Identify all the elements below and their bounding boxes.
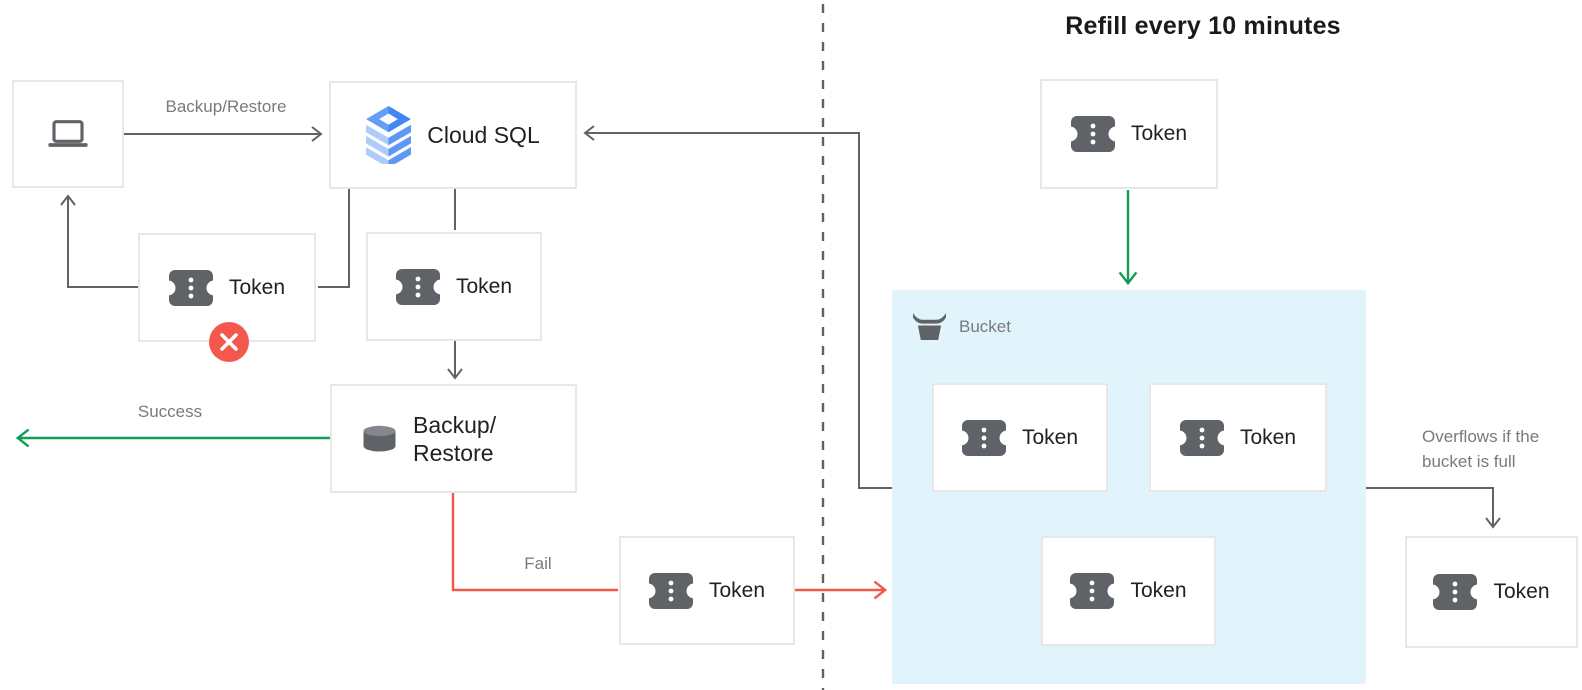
token-label: Token [1239,425,1297,449]
error-x-badge [209,322,249,362]
token-label: Token [228,275,286,299]
bucket-icon [912,312,947,341]
token-in-bucket-node: Token [932,383,1108,492]
arrow-overflow [1366,487,1501,529]
token-icon [1071,116,1115,152]
token-rejected-node: Token [138,233,316,362]
bucket-header: Bucket [912,312,1011,341]
token-label: Token [455,274,513,298]
token-label: Token [708,578,766,602]
token-overflow-node: Token [1405,536,1578,648]
token-icon [396,269,440,305]
token-icon [1070,573,1114,609]
token-refill-node: Token [1040,79,1218,189]
client-node [12,80,124,188]
line-cloudsql-to-token-rejected [318,189,350,288]
line-fail-to-token [451,493,618,592]
cloud-sql-label: Cloud SQL [427,121,540,148]
token-request-node: Token [366,232,542,341]
token-icon [962,420,1006,456]
refill-title: Refill every 10 minutes [1065,12,1341,40]
token-fail-node: Token [619,536,795,645]
backup-restore-label: Backup/ Restore [413,411,497,466]
token-label: Token [1493,580,1550,603]
token-icon [649,573,693,609]
backup-restore-node: Backup/ Restore [330,384,577,493]
token-in-bucket-node: Token [1041,536,1216,646]
cloud-sql-icon [366,106,411,164]
x-icon [220,333,238,351]
laptop-icon [47,120,89,148]
token-label: Token [1130,579,1187,602]
success-label: Success [137,402,203,421]
overflow-label: Overflows if the bucket is full [1422,427,1540,471]
token-icon [1180,420,1224,456]
token-label: Token [1130,122,1188,145]
token-label: Token [1021,425,1079,449]
fail-label: Fail [524,554,552,573]
token-icon [169,270,213,306]
arrow-bucket-to-cloudsql [583,125,892,489]
bucket-label: Bucket [959,316,1011,336]
database-icon [361,425,398,453]
backup-restore-arrow-label: Backup/Restore [165,97,287,116]
token-in-bucket-node: Token [1149,383,1327,492]
cloud-sql-node: Cloud SQL [329,81,577,189]
arrow-token-rejected-to-client [60,194,138,288]
token-icon [1433,574,1477,610]
